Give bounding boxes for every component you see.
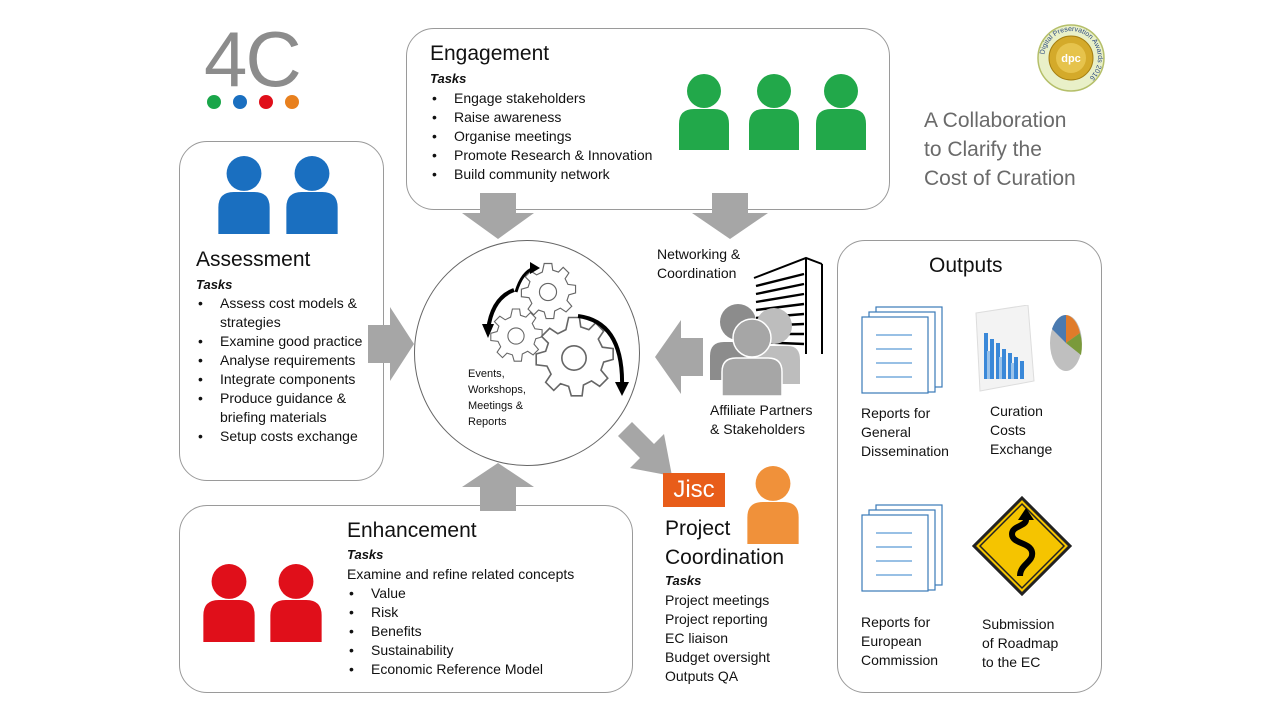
digital-preservation-award-seal: Digital Preservation Awards 2016 dpc xyxy=(1036,23,1106,93)
output-label: Curation Costs Exchange xyxy=(990,402,1052,459)
engagement-task: Engage stakeholders xyxy=(432,89,652,108)
enhancement-intro: Examine and refine related concepts xyxy=(347,566,575,582)
logo-dot-red xyxy=(259,95,273,109)
tagline-line-2: to Clarify the xyxy=(924,138,1042,161)
winding-road-sign-icon xyxy=(972,496,1072,596)
engagement-task: Raise awareness xyxy=(432,108,652,127)
project-title: Project Coordination xyxy=(665,514,784,572)
output-line: Exchange xyxy=(990,441,1053,457)
project-task: Budget oversight xyxy=(665,649,771,665)
document-stack-icon xyxy=(861,504,943,592)
enhancement-tasks-label: Tasks xyxy=(347,547,384,562)
networking-line: Coordination xyxy=(657,265,737,281)
output-line: of Roadmap xyxy=(982,635,1059,651)
outputs-title: Outputs xyxy=(929,254,1003,277)
arrow-engagement-to-center xyxy=(462,193,534,239)
tagline: A Collaboration to Clarify the Cost of C… xyxy=(924,106,1076,193)
engagement-title: Engagement xyxy=(430,42,550,65)
project-task: Project reporting xyxy=(665,611,768,627)
jisc-logo-text: Jisc xyxy=(673,476,715,503)
logo-text: 4C xyxy=(204,15,302,103)
person-icon xyxy=(816,74,866,150)
4c-logo: 4C xyxy=(204,20,304,115)
arrow-affiliates-to-center xyxy=(655,320,703,394)
svg-text:dpc: dpc xyxy=(1061,53,1081,65)
project-task-list: Project meetings Project reporting EC li… xyxy=(665,591,770,686)
person-icon xyxy=(749,74,799,150)
assessment-task: Integrate components xyxy=(198,370,370,389)
assessment-task: Examine good practice xyxy=(198,332,370,351)
tagline-line-1: A Collaboration xyxy=(924,109,1067,132)
tagline-line-3: Cost of Curation xyxy=(924,167,1076,190)
output-label: Reports for European Commission xyxy=(861,613,938,670)
assessment-task: Assess cost models & strategies xyxy=(198,294,370,332)
engagement-task-list: Engage stakeholders Raise awareness Orga… xyxy=(430,89,653,184)
assessment-task: Produce guidance & briefing materials xyxy=(198,389,370,427)
arrow-networking-down xyxy=(692,193,768,239)
center-line: Meetings & xyxy=(468,400,524,412)
project-tasks-label: Tasks xyxy=(665,573,702,588)
enhancement-task: Economic Reference Model xyxy=(349,660,543,679)
engagement-tasks-label: Tasks xyxy=(430,71,467,86)
affiliates-label: Affiliate Partners & Stakeholders xyxy=(710,401,812,439)
output-line: Dissemination xyxy=(861,443,949,459)
gears-icon xyxy=(482,262,629,397)
center-line: Reports xyxy=(468,416,507,428)
output-line: European xyxy=(861,633,922,649)
logo-dot-blue xyxy=(233,95,247,109)
output-line: Costs xyxy=(990,422,1026,438)
affiliate-people-icon xyxy=(710,304,800,396)
networking-label: Networking & Coordination xyxy=(657,245,740,283)
project-task: Project meetings xyxy=(665,592,770,608)
enhancement-task: Sustainability xyxy=(349,641,543,660)
logo-dot-green xyxy=(207,95,221,109)
output-label: Submission of Roadmap to the EC xyxy=(982,615,1058,672)
enhancement-task: Value xyxy=(349,584,543,603)
project-title-line: Project xyxy=(665,517,731,540)
project-title-line: Coordination xyxy=(665,546,785,569)
assessment-title: Assessment xyxy=(196,248,311,271)
output-line: General xyxy=(861,424,911,440)
person-icon xyxy=(286,156,338,234)
project-task: EC liaison xyxy=(665,630,729,646)
engagement-task: Organise meetings xyxy=(432,127,652,146)
output-line: Reports for xyxy=(861,614,931,630)
engagement-task: Build community network xyxy=(432,165,652,184)
chart-icon xyxy=(975,305,1082,392)
enhancement-task: Benefits xyxy=(349,622,543,641)
output-line: Commission xyxy=(861,652,939,668)
output-line: Submission xyxy=(982,616,1055,632)
arrow-enhancement-to-center xyxy=(462,463,534,511)
engagement-task: Promote Research & Innovation xyxy=(432,146,653,165)
assessment-task-list: Assess cost models & strategies Examine … xyxy=(196,294,370,446)
enhancement-title: Enhancement xyxy=(347,519,477,542)
output-label: Reports for General Dissemination xyxy=(861,404,949,461)
arrow-assessment-to-center xyxy=(368,307,414,381)
logo-dot-orange xyxy=(285,95,299,109)
jisc-logo: Jisc xyxy=(663,473,725,507)
person-icon xyxy=(270,564,322,642)
document-stack-icon xyxy=(861,306,943,394)
assessment-task: Setup costs exchange xyxy=(198,427,370,446)
project-task: Outputs QA xyxy=(665,668,739,684)
person-icon xyxy=(218,156,270,234)
person-icon xyxy=(203,564,255,642)
center-line: Workshops, xyxy=(468,384,526,396)
arrow-center-to-project xyxy=(618,422,672,476)
output-line: to the EC xyxy=(982,654,1041,670)
person-icon xyxy=(747,466,799,544)
enhancement-task-list: Value Risk Benefits Sustainability Econo… xyxy=(347,584,543,679)
assessment-tasks-label: Tasks xyxy=(196,277,233,292)
central-activities-label: Events, Workshops, Meetings & Reports xyxy=(468,366,526,430)
output-line: Reports for xyxy=(861,405,931,421)
output-line: Curation xyxy=(990,403,1043,419)
enhancement-task: Risk xyxy=(349,603,543,622)
networking-line: Networking & xyxy=(657,246,741,262)
center-line: Events, xyxy=(468,368,505,380)
affiliates-line: & Stakeholders xyxy=(710,421,805,437)
assessment-task: Analyse requirements xyxy=(198,351,370,370)
person-icon xyxy=(679,74,729,150)
affiliates-line: Affiliate Partners xyxy=(710,402,813,418)
